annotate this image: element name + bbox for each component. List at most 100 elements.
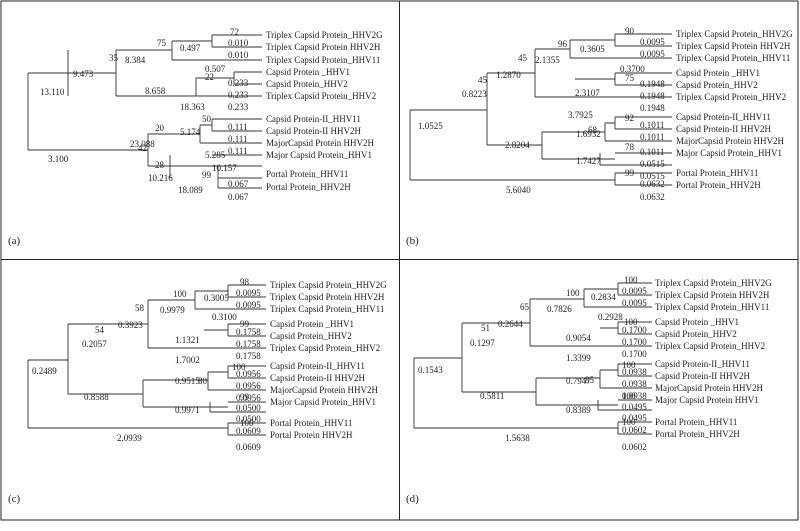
branch-length: 0.1758 — [236, 339, 261, 349]
branch-length: 0.1011 — [640, 120, 664, 130]
bootstrap-value: 100 — [624, 317, 638, 327]
branch-length: 0.1948 — [640, 103, 665, 113]
branch-length: 0.0602 — [622, 442, 647, 452]
branch-length: 0.010 — [228, 38, 249, 48]
taxon-label: Capsid Protein_HHV2 — [655, 329, 737, 339]
branch-length: 0.8588 — [84, 392, 109, 402]
bootstrap-value: 65 — [520, 302, 530, 312]
taxon-label: Portal Protein HHV2H — [270, 430, 353, 440]
taxon-label: MajorCapsid Protein HHV2H — [676, 136, 784, 146]
panel-a: Triplex Capsid Protein_HHV2G Triplex Cap… — [8, 27, 383, 247]
branch-length: 0.2834 — [591, 292, 616, 302]
panel-b: Triplex Capsid Protein_HHV2G Triplex Cap… — [406, 26, 793, 247]
branch-length: 0.0956 — [236, 381, 261, 391]
branch-length: 5.285 — [205, 150, 226, 160]
branch-length: 0.0938 — [622, 379, 647, 389]
bootstrap-value: 75 — [625, 73, 635, 83]
bootstrap-value: 96 — [558, 39, 568, 49]
branch-length: 0.2489 — [32, 366, 57, 376]
branch-length: 0.9515 — [175, 376, 200, 386]
bootstrap-value: 51 — [481, 323, 490, 333]
branch-length: 5.6040 — [506, 185, 531, 195]
panel-c: Triplex Capsid Protein_HHV2G Triplex Cap… — [8, 277, 387, 505]
branch-length: 0.111 — [228, 122, 248, 132]
branch-length: 3.7925 — [568, 110, 593, 120]
taxon-label: Portal Protein_HHV11 — [270, 418, 352, 428]
tree-a-branches — [27, 34, 262, 189]
taxon-label: MajorCapsid Protein HHV2H — [266, 138, 374, 148]
branch-length: 0.7826 — [547, 304, 572, 314]
bootstrap-value: 99 — [625, 168, 635, 178]
branch-length: 0.0938 — [622, 367, 647, 377]
branch-length: 0.1297 — [470, 338, 495, 348]
bootstrap-value: 50 — [202, 114, 212, 124]
taxon-label: Capsid Protein_HHV2 — [270, 331, 352, 341]
branch-length: 0.0609 — [236, 426, 261, 436]
branch-length: 0.9054 — [566, 333, 591, 343]
taxon-label: Portal Protein_HHV11 — [266, 169, 348, 179]
bootstrap-value: 80 — [198, 376, 208, 386]
taxon-label: Capsid Protein _HHV1 — [266, 67, 350, 77]
branch-length: 0.0632 — [640, 192, 665, 202]
taxon-label: Major Capsid Protein_HHV1 — [266, 150, 372, 160]
taxon-label: Triplex Capsid Protein_HHV2 — [270, 343, 380, 353]
bootstrap-value: 100 — [566, 288, 580, 298]
branch-length: 0.1948 — [640, 91, 665, 101]
branch-length: 0.5811 — [480, 391, 504, 401]
bootstrap-value: 92 — [625, 113, 634, 123]
branch-length: 8.384 — [125, 55, 146, 65]
branch-length: 0.0095 — [622, 298, 647, 308]
bootstrap-value: 45 — [478, 75, 488, 85]
taxon-label: Triplex Capsid Protein_HHV2G — [676, 29, 793, 39]
tree-d-branches — [413, 282, 652, 435]
taxon-label: Capsid Protein-II_HHV11 — [266, 114, 361, 124]
bootstrap-value: 100 — [622, 417, 636, 427]
bootstrap-value: 100 — [173, 289, 187, 299]
taxon-label: Major Capsid Protein HHV1 — [655, 395, 759, 405]
branch-length: 0.9979 — [160, 305, 185, 315]
branch-length: 0.0602 — [622, 425, 647, 435]
taxon-label: Capsid Protein_HHV2 — [676, 80, 758, 90]
branch-length: 0.3700 — [620, 64, 645, 74]
taxon-label: Triplex Capsid Protein_HHV2 — [266, 91, 376, 101]
branch-length: 10.157 — [212, 163, 237, 173]
branch-length: 1.1321 — [175, 335, 200, 345]
branch-length: 0.1700 — [622, 349, 647, 359]
taxon-label: Triplex Capsid Protein_HHV11 — [676, 53, 790, 63]
branch-length: 0.010 — [228, 50, 249, 60]
branch-length: 2.1355 — [535, 55, 560, 65]
bootstrap-value: 100 — [622, 391, 636, 401]
bootstrap-value: 78 — [625, 142, 635, 152]
branch-length: 5.174 — [180, 127, 201, 137]
branch-length: 0.497 — [180, 43, 201, 53]
taxon-label: MajorCapsid Protein HHV2H — [270, 385, 378, 395]
branch-length: 2.8204 — [505, 140, 530, 150]
branch-length: 2.3107 — [575, 88, 600, 98]
taxon-label: MajorCapsid Protein HHV2H — [655, 383, 763, 393]
bootstrap-value: 98 — [240, 277, 250, 287]
branch-length: 9.473 — [73, 69, 94, 79]
panel-label: (c) — [8, 493, 21, 505]
branch-length: 0.3923 — [118, 320, 143, 330]
branch-length: 0.067 — [228, 179, 249, 189]
taxon-label: Triplex Capsid Protein_HHV2G — [270, 280, 387, 290]
branch-length: 0.1700 — [622, 325, 647, 335]
branch-length: 0.1011 — [640, 132, 664, 142]
branch-length: 0.0632 — [640, 179, 665, 189]
bootstrap-value: 85 — [585, 375, 595, 385]
branch-length: 18.089 — [178, 185, 203, 195]
branch-length: 3.100 — [48, 154, 69, 164]
branch-length: 1.5638 — [505, 433, 530, 443]
branch-length: 0.0095 — [640, 49, 665, 59]
taxon-label: Capsid Protein_HHV2 — [266, 79, 348, 89]
branch-length: 1.0525 — [418, 121, 443, 131]
branch-length: 23.088 — [130, 139, 155, 149]
branch-length: 2.0939 — [117, 433, 142, 443]
branch-length: 0.3005 — [204, 293, 229, 303]
panel-d: Triplex Capsid Protein_HHV2G Triplex Cap… — [406, 275, 772, 505]
taxon-label: Triplex Capsid Protein HHV2H — [270, 292, 385, 302]
branch-length: 0.233 — [228, 102, 249, 112]
branch-length: 0.0495 — [622, 402, 647, 412]
bootstrap-value: 22 — [205, 72, 214, 82]
